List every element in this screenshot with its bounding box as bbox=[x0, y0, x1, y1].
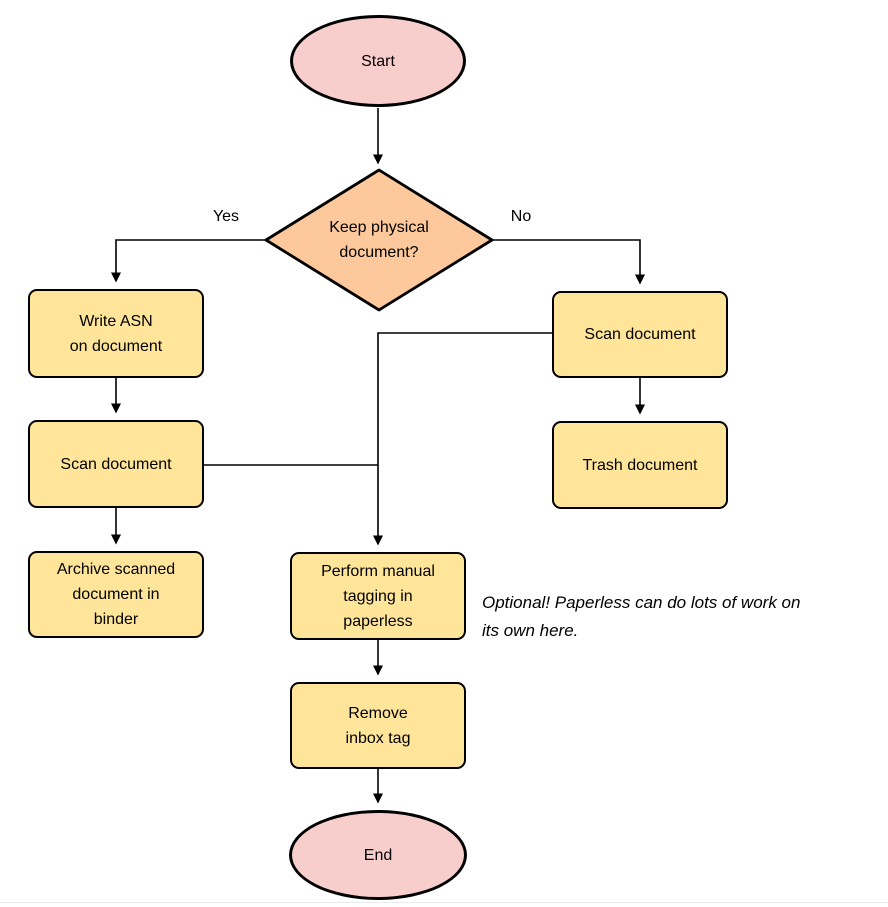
decision-diamond-shape bbox=[264, 168, 494, 312]
node-archive-binder-label: Archive scanned document in binder bbox=[56, 561, 176, 628]
node-end: End bbox=[289, 810, 467, 900]
annotation-optional-note: Optional! Paperless can do lots of work … bbox=[482, 593, 801, 640]
edge-label-no: No bbox=[510, 208, 532, 225]
node-write-asn: Write ASN on document bbox=[28, 289, 204, 378]
node-scan-document-right-label: Scan document bbox=[584, 326, 696, 343]
node-scan-document-right: Scan document bbox=[552, 291, 728, 378]
node-archive-binder: Archive scanned document in binder bbox=[28, 551, 204, 638]
node-start-label: Start bbox=[361, 52, 395, 70]
node-trash-document: Trash document bbox=[552, 421, 728, 509]
node-trash-document-label: Trash document bbox=[582, 456, 698, 474]
node-manual-tagging-label: Perform manual tagging in paperless bbox=[321, 562, 435, 630]
edge-decision-no bbox=[492, 239, 645, 285]
node-scan-document-left: Scan document bbox=[28, 420, 204, 508]
node-manual-tagging: Perform manual tagging in paperless bbox=[290, 552, 466, 640]
edge-label-yes: Yes bbox=[212, 208, 240, 225]
edge-decision-yes bbox=[111, 239, 266, 283]
node-decision-label: Keep physical document? bbox=[329, 219, 429, 261]
node-decision: Keep physical document? bbox=[276, 200, 482, 280]
node-remove-inbox-tag-label: Remove inbox tag bbox=[345, 704, 411, 747]
bottom-divider bbox=[0, 902, 888, 903]
edge-scanright-to-tagging bbox=[373, 332, 552, 546]
node-start: Start bbox=[290, 15, 466, 107]
node-remove-inbox-tag: Remove inbox tag bbox=[290, 682, 466, 769]
node-write-asn-label: Write ASN on document bbox=[69, 312, 163, 355]
node-end-label: End bbox=[363, 846, 393, 864]
node-scan-document-left-label: Scan document bbox=[60, 455, 172, 473]
